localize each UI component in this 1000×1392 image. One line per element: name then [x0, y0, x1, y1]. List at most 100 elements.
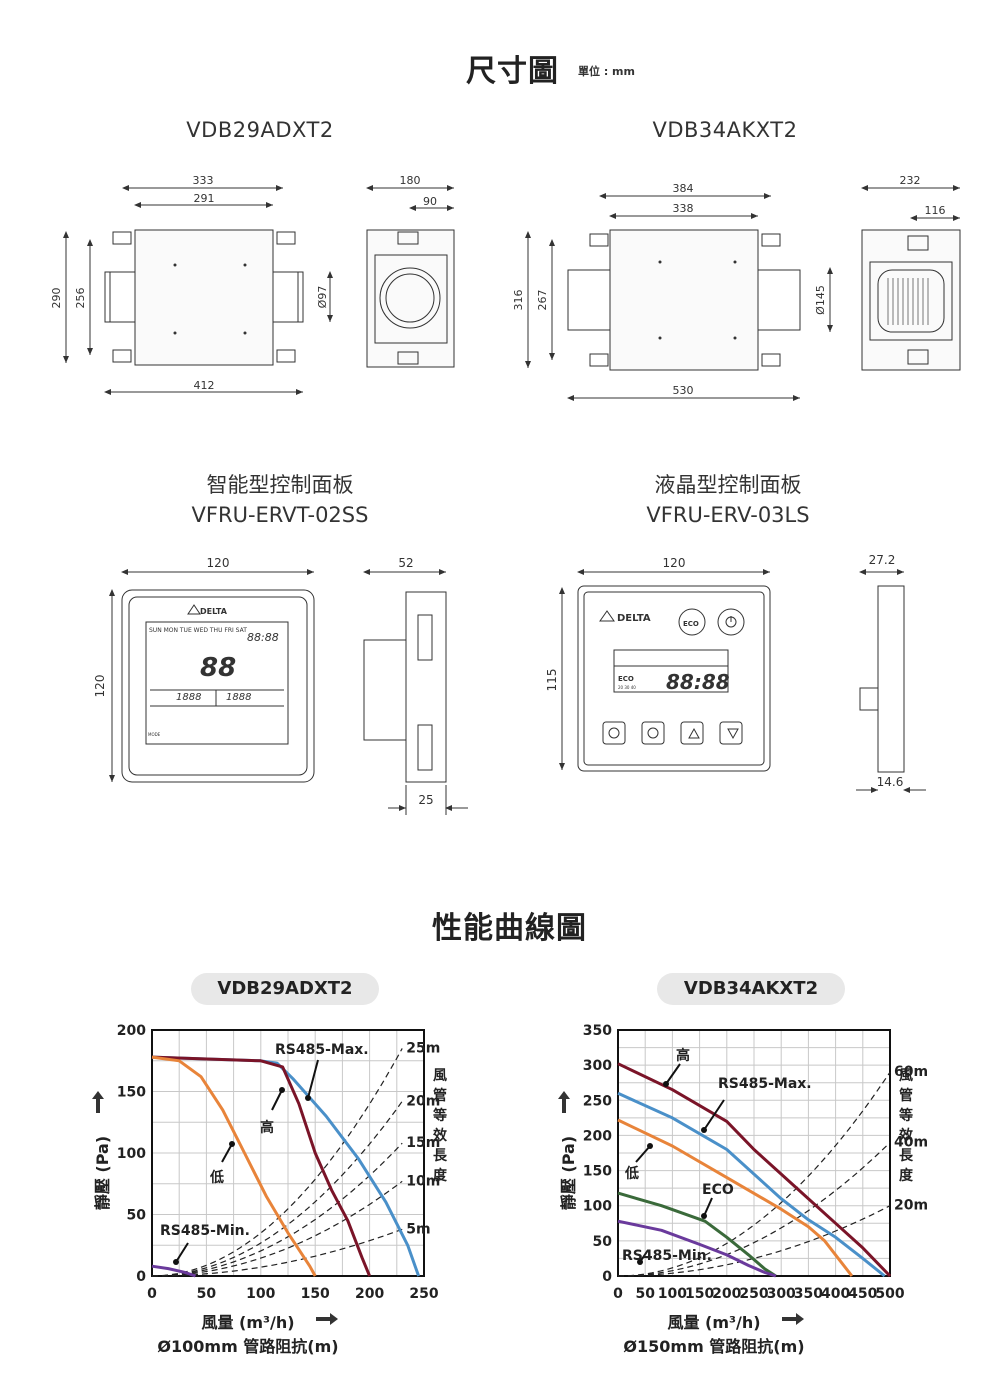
plot-frame	[617, 1029, 891, 1277]
smart-height: 120	[93, 675, 107, 698]
series-line	[617, 1062, 892, 1278]
y-tick-label: 50	[127, 1208, 147, 1224]
unit-label: 單位 : mm	[578, 65, 635, 78]
annotation-arrow	[271, 1089, 283, 1111]
lcd-brand: DELTA	[617, 613, 651, 624]
dim-left-w-outer: 333	[193, 174, 214, 187]
lcd-height: 115	[545, 669, 559, 692]
annotation-low: 低	[624, 1165, 639, 1182]
dim-right-length: 530	[673, 384, 694, 397]
annotation-arrowhead	[173, 1259, 179, 1265]
side-label-char: 效	[899, 1127, 914, 1144]
annotation-rs485-min: RS485-Min.	[622, 1248, 712, 1264]
dim-left-length: 412	[194, 379, 215, 392]
x-tick-label: 50	[635, 1286, 655, 1302]
smart-depth: 52	[398, 556, 413, 570]
y-tick-label: 250	[583, 1093, 612, 1109]
lcd-panel-heading: 液晶型控制面板 VFRU-ERV-03LS	[578, 470, 878, 530]
y-tick-label: 0	[136, 1269, 146, 1285]
duct-curve-label: 15m	[406, 1135, 440, 1151]
y-axis-arrow-icon	[558, 1091, 570, 1113]
annotation-arrow	[665, 1063, 681, 1085]
lcd-eco-button: ECO	[683, 620, 699, 628]
duct-curve-label: 40m	[894, 1134, 928, 1150]
series-line	[151, 1055, 371, 1277]
duct-curve-label: 10m	[406, 1173, 440, 1189]
y-tick-label: 150	[117, 1085, 146, 1101]
lcd-depth: 27.2	[869, 553, 896, 567]
side-label-char: 管	[433, 1087, 447, 1104]
chart-left-title: VDB29ADXT2	[191, 973, 379, 1005]
y-tick-label: 100	[117, 1146, 146, 1162]
annotation-high: 高	[676, 1047, 690, 1064]
duct-curve-label: 25m	[406, 1040, 440, 1056]
annotation-arrow	[703, 1099, 725, 1131]
series-line	[617, 1118, 854, 1277]
smart-seg1: 1888	[176, 692, 201, 703]
smart-depth2: 25	[418, 793, 433, 807]
duct-curve	[151, 1142, 403, 1277]
side-label-char: 長	[899, 1148, 914, 1164]
model-right-title: VDB34AKXT2	[652, 118, 798, 142]
series-line	[617, 1091, 886, 1278]
x-tick-label: 200	[355, 1286, 384, 1302]
lcd-time: 88:88	[666, 670, 730, 694]
dimension-drawings: 333 291 412 180 90 384 338 530 232 116 2…	[50, 174, 961, 401]
smart-panel-title: 智能型控制面板	[206, 473, 354, 497]
x-tick-label: 0	[613, 1286, 623, 1302]
y-tick-label: 350	[583, 1023, 612, 1039]
y-axis-arrow-icon	[92, 1091, 104, 1113]
duct-curve	[618, 1205, 891, 1277]
y-tick-label: 50	[593, 1234, 613, 1250]
annotation-low: 低	[209, 1169, 224, 1186]
x-tick-label: 250	[739, 1286, 768, 1302]
dim-right-h-inner: 267	[536, 290, 549, 311]
duct-curve	[617, 1142, 891, 1277]
performance-title: 性能曲線圖	[432, 911, 587, 946]
x-tick-label: 0	[147, 1286, 157, 1302]
dim-left-duct: Ø97	[316, 286, 329, 309]
dim-left-h-inner: 256	[74, 288, 87, 309]
duct-curve-label: 20m	[406, 1093, 440, 1109]
dim-right-w-outer: 384	[673, 182, 694, 195]
lcd-eco-indicator: ECO	[618, 675, 634, 683]
side-label-char: 等	[433, 1107, 447, 1124]
panel-drawings: 120 120 52 25 120 115 27.2 14.6 DELTA SU…	[93, 553, 926, 815]
dim-right-side-w: 232	[900, 174, 921, 187]
dim-right-h-outer: 316	[512, 290, 525, 311]
smart-mode: MODE	[148, 732, 161, 737]
x-tick-label: 400	[821, 1286, 850, 1302]
series-line	[617, 1191, 777, 1278]
x-axis-label: 風量 (m³/h)	[667, 1313, 760, 1332]
annotation-arrowhead	[305, 1095, 311, 1101]
duct-curve	[617, 1071, 891, 1277]
x-tick-label: 250	[409, 1286, 438, 1302]
x-tick-label: 150	[685, 1286, 714, 1302]
annotation-high: 高	[260, 1119, 274, 1136]
smart-big-digits: 88	[200, 653, 236, 683]
lcd-depth2: 14.6	[877, 775, 904, 789]
duct-curve-label: 5m	[406, 1221, 430, 1237]
side-label-char: 管	[899, 1087, 913, 1104]
y-axis-label: 靜壓 (Pa)	[559, 1136, 578, 1210]
annotation-arrowhead	[279, 1087, 285, 1093]
side-label-char: 度	[433, 1167, 448, 1184]
annotation-arrowhead	[701, 1127, 707, 1133]
x-axis-label-2: Ø150mm 管路阻抗(m)	[623, 1337, 804, 1356]
y-tick-label: 0	[602, 1269, 612, 1285]
x-axis-arrow-icon	[316, 1313, 338, 1325]
smart-width: 120	[207, 556, 230, 570]
x-axis-label-2: Ø100mm 管路阻抗(m)	[157, 1337, 338, 1356]
annotation-arrow	[703, 1197, 713, 1217]
lcd-width: 120	[663, 556, 686, 570]
x-tick-label: 500	[875, 1286, 904, 1302]
smart-panel-heading: 智能型控制面板 VFRU-ERVT-02SS	[130, 470, 430, 530]
annotation-arrow	[221, 1143, 233, 1163]
chart-right-title: VDB34AKXT2	[657, 973, 845, 1005]
duct-curve-label: 60m	[894, 1064, 928, 1080]
annotation-arrowhead	[229, 1141, 235, 1147]
side-label-char: 風	[899, 1068, 913, 1084]
smart-panel-model: VFRU-ERVT-02SS	[191, 503, 369, 527]
x-tick-label: 350	[794, 1286, 823, 1302]
